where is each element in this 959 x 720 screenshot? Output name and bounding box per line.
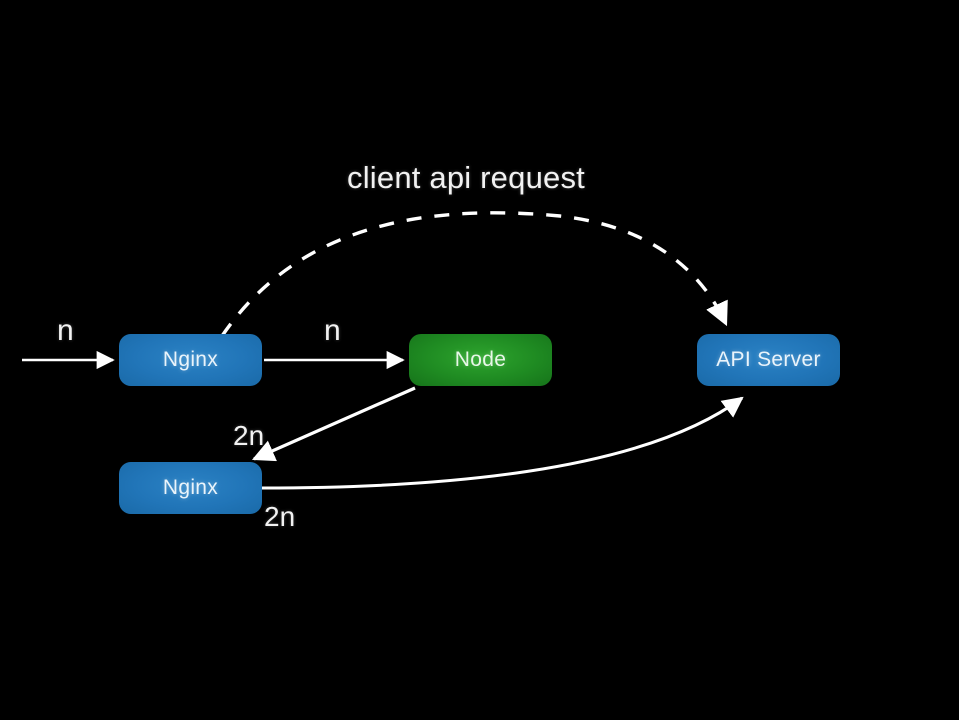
edge-node-to-nginx-bottom: [251, 386, 416, 462]
node-nginx-top[interactable]: Nginx: [119, 334, 262, 386]
edge-label-n-in: n: [57, 314, 74, 347]
node-nginx-bottom-label: Nginx: [162, 476, 219, 499]
edge-label-2n-upper: 2n: [233, 420, 265, 451]
edge-nginx-bottom-to-api: [261, 396, 744, 490]
edge-label-2n-lower: 2n: [264, 501, 296, 532]
edge-label-client-api-request: client api request: [347, 160, 585, 195]
node-nginx-bottom[interactable]: Nginx: [119, 462, 262, 514]
edge-nginx-top-to-api-dashed: [220, 211, 728, 337]
node-node[interactable]: Node: [409, 334, 552, 386]
node-nginx-top-label: Nginx: [162, 348, 219, 371]
node-node-label: Node: [454, 348, 507, 371]
node-api-server-label: API Server: [716, 348, 821, 371]
edge-label-n-mid: n: [324, 314, 341, 347]
node-api-server[interactable]: API Server: [697, 334, 840, 386]
